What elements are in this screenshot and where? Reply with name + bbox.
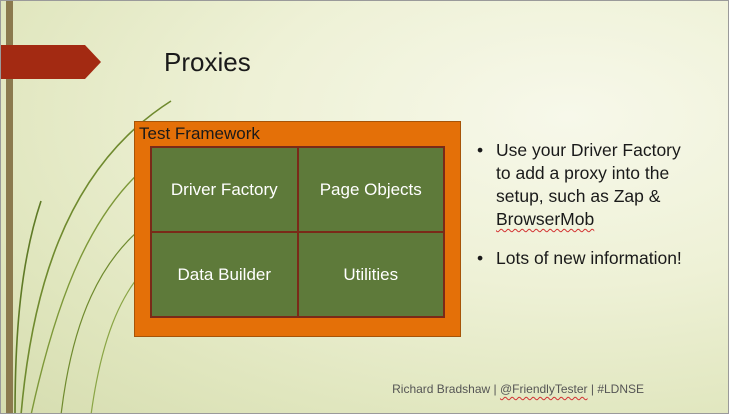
- bullet-item: • Lots of new information!: [477, 247, 697, 270]
- bullet-text: Lots of new information!: [496, 248, 682, 268]
- footer-separator: |: [587, 382, 598, 396]
- bullet-item: • Use your Driver Factory to add a proxy…: [477, 139, 697, 231]
- component-page-objects: Page Objects: [297, 147, 444, 232]
- test-framework-box: Test Framework Driver Factory Page Objec…: [134, 121, 461, 337]
- footer-hashtag: #LDNSE: [597, 382, 644, 396]
- component-driver-factory: Driver Factory: [151, 147, 298, 232]
- slide-footer: Richard Bradshaw | @FriendlyTester | #LD…: [392, 382, 644, 396]
- spellcheck-word: BrowserMob: [496, 209, 595, 229]
- bullet-text: Use your Driver Factory to add a proxy i…: [496, 140, 681, 206]
- component-grid: Driver Factory Page Objects Data Builder…: [150, 146, 445, 318]
- slide-left-bar: [6, 1, 13, 413]
- test-framework-label: Test Framework: [139, 124, 260, 143]
- component-data-builder: Data Builder: [151, 232, 298, 317]
- slide-title: Proxies: [164, 47, 251, 77]
- component-utilities: Utilities: [297, 232, 444, 317]
- footer-handle: @FriendlyTester: [499, 382, 588, 396]
- bullet-list: • Use your Driver Factory to add a proxy…: [477, 139, 697, 286]
- bullet-dot-icon: •: [477, 248, 484, 268]
- title-arrow-shape: [1, 45, 101, 79]
- footer-separator: |: [490, 382, 500, 396]
- bullet-dot-icon: •: [477, 140, 484, 160]
- footer-author: Richard Bradshaw: [392, 382, 491, 396]
